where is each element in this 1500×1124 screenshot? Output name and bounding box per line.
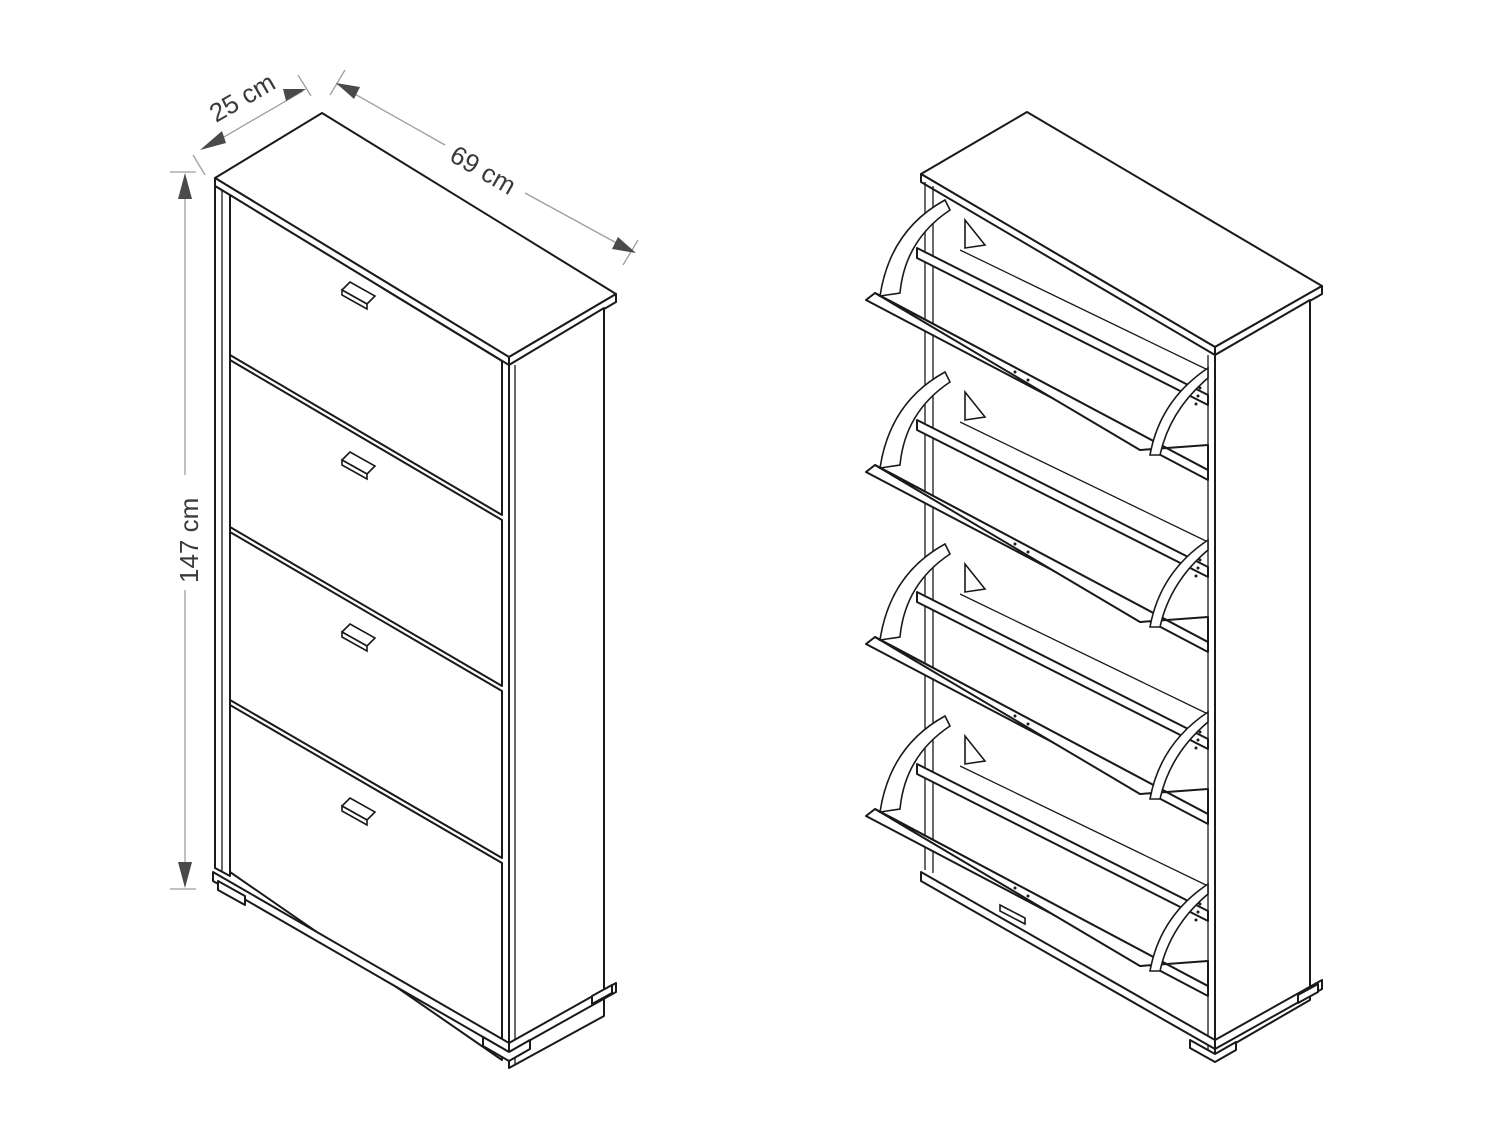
flap-inner <box>874 464 1209 643</box>
shoe-rail <box>916 763 1209 922</box>
hinge-arc-icon <box>879 542 952 641</box>
foot-right <box>1297 983 1319 1004</box>
arrow-icon <box>612 237 636 253</box>
open-cabinet-view <box>865 111 1323 1063</box>
arrow-icon <box>283 89 306 101</box>
height-label: 147 cm <box>174 498 204 583</box>
flap-inner <box>874 292 1209 471</box>
flap-inner <box>874 808 1209 987</box>
hinge-arc-icon <box>1149 366 1209 456</box>
flap-inner <box>874 636 1209 815</box>
hinge-arc-icon <box>879 370 952 469</box>
closed-cabinet-view <box>212 112 617 1069</box>
hinge-arc-icon <box>879 714 952 813</box>
flap-2 <box>229 359 503 687</box>
depth-label: 25 cm <box>204 67 280 128</box>
shoe-rail <box>916 591 1209 750</box>
arrow-icon <box>178 173 192 199</box>
hinge-arc-icon <box>1149 710 1209 800</box>
arrow-icon <box>336 83 360 99</box>
hinge-arc-icon <box>879 198 952 297</box>
handle-icon <box>999 903 1026 926</box>
plinth-side <box>508 982 617 1053</box>
dimension-height: 147 cm <box>170 171 204 890</box>
handle-icon <box>340 451 377 481</box>
arrow-icon <box>200 131 226 150</box>
plinth-side <box>1214 979 1323 1050</box>
cabinet-side-panel <box>1214 299 1311 1056</box>
foot-front <box>1189 1039 1237 1063</box>
cabinet-top <box>920 111 1323 348</box>
hinge-arc-icon <box>1149 538 1209 628</box>
arrow-icon <box>178 862 192 888</box>
open-flap-4 <box>865 714 1209 997</box>
cabinet-top-side-edge <box>508 293 617 366</box>
handle-icon <box>340 623 377 653</box>
flap-4 <box>229 704 503 1061</box>
hinge-arc-icon <box>1149 882 1209 972</box>
flap-3 <box>229 531 503 859</box>
foot-left <box>217 880 246 906</box>
width-label: 69 cm <box>445 139 521 200</box>
open-flap-3 <box>865 542 1209 825</box>
handle-icon <box>340 797 377 827</box>
shoe-rail <box>916 247 1209 406</box>
cabinet-side-panel <box>508 307 605 1069</box>
shoe-rail <box>916 419 1209 578</box>
flap-1 <box>229 194 503 516</box>
foot-front <box>482 1036 531 1062</box>
handle-icon <box>340 281 377 311</box>
foot-right <box>591 984 613 1005</box>
open-flap-1 <box>865 198 1209 481</box>
open-flap-2 <box>865 370 1209 653</box>
cabinet-top-side-edge <box>1214 285 1323 356</box>
